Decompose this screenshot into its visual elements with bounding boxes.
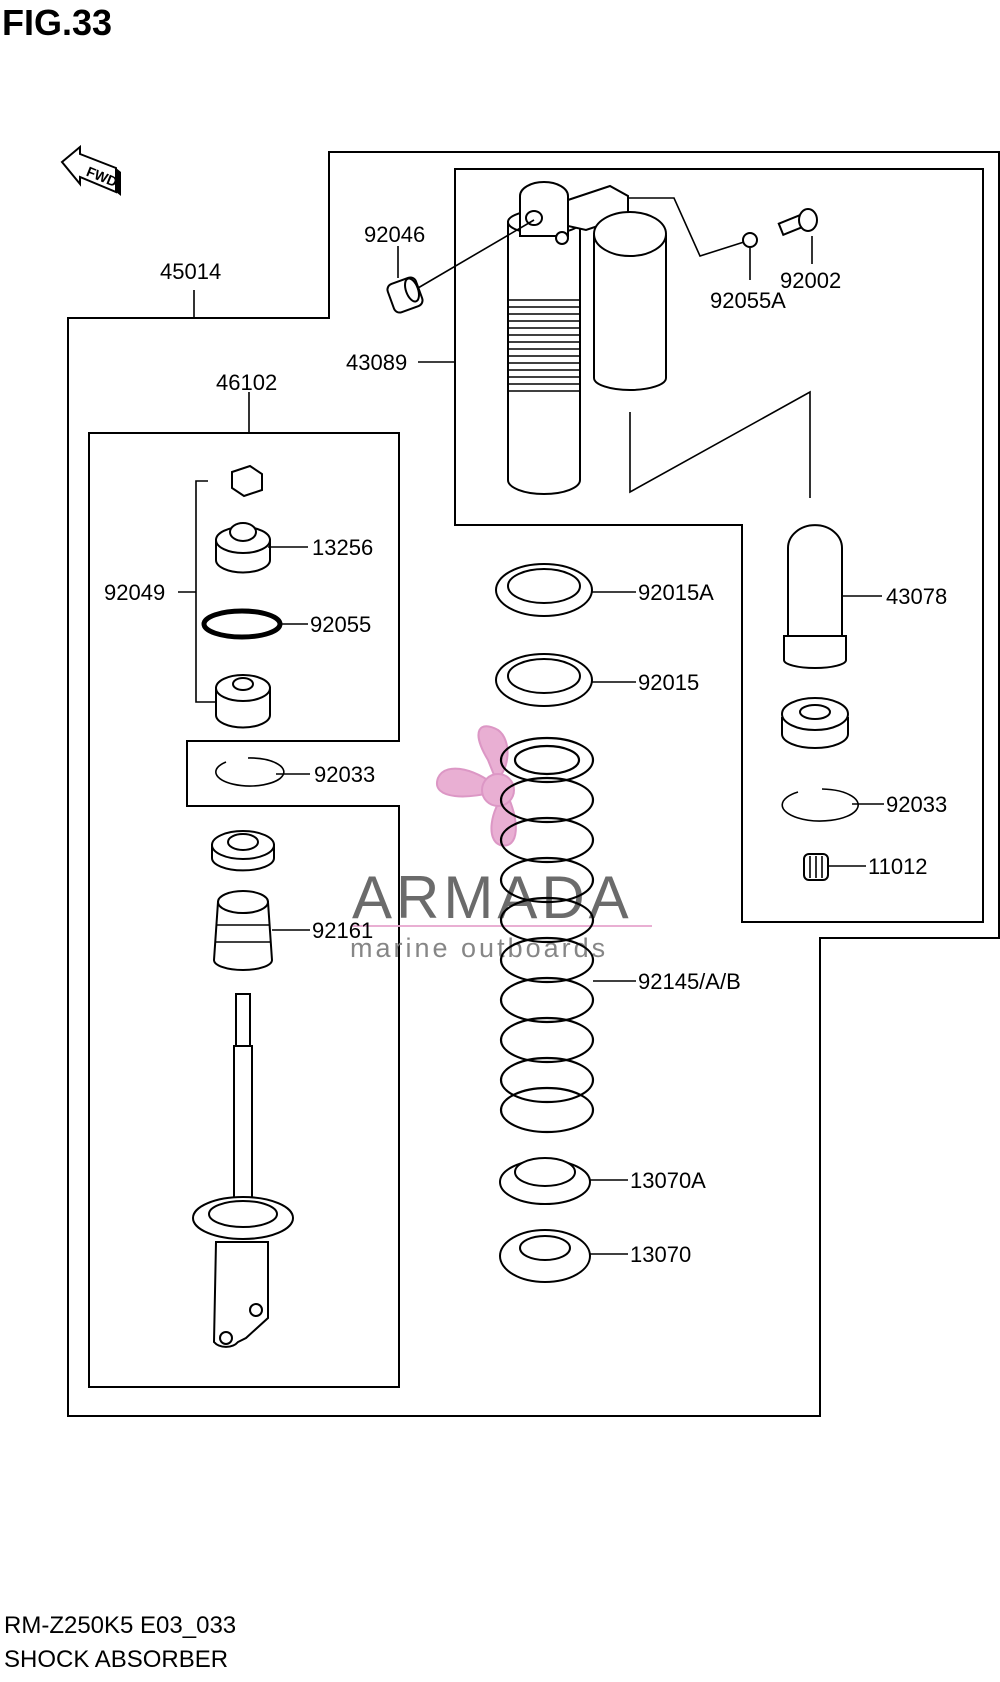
diagram-name: SHOCK ABSORBER [4,1646,229,1673]
callout-92055a: 92055A [710,288,786,313]
damper-piece-13256 [215,522,271,574]
reservoir-canister [593,197,811,498]
piston-rod [192,993,294,1348]
reservoir-bladder-43078 [783,524,847,669]
bump-rubber-92161 [212,890,274,971]
frame-46102 [88,432,400,1388]
callout-92033-right: 92033 [886,792,947,817]
callout-92049: 92049 [104,580,165,605]
callout-92145: 92145/A/B [638,969,741,994]
callout-13070a: 13070A [630,1168,706,1193]
circlip-92033-right [781,788,859,822]
bracket-92049 [195,480,216,703]
figure-title: FIG.33 [2,2,113,43]
o-ring-92055a [742,232,758,248]
bushing-11012 [803,853,829,881]
bolt-92002 [777,208,818,237]
spring-nut-92015 [495,653,593,707]
spring-nut-92015a [495,563,593,617]
damper-piece-lower [215,674,271,729]
callout-43078: 43078 [886,584,947,609]
watermark-brand: ARMADA [352,864,633,931]
armada-watermark: ARMADA marine outboards [350,725,652,963]
frame-43089 [454,168,984,923]
assembly-frames [67,151,1000,1417]
callout-labels: 45014 46102 92046 43089 92002 92055A 132… [104,222,947,1267]
spring-92145 [499,736,595,1134]
leader-lines [178,236,884,1255]
reservoir-cap [781,697,849,749]
callout-92002: 92002 [780,268,841,293]
callout-92055: 92055 [310,612,371,637]
callout-46102: 46102 [216,370,277,395]
armada-logo-icon [435,725,517,847]
nut-top [231,464,263,498]
callout-92161: 92161 [312,918,373,943]
callout-92033-left: 92033 [314,762,375,787]
spring-seat-13070a [499,1157,591,1205]
callout-92015a: 92015A [638,580,714,605]
seal-cap [211,830,275,872]
frame-45014 [67,151,1000,1417]
bearing-92046 [386,219,535,314]
callout-13256: 13256 [312,535,373,560]
callout-92015: 92015 [638,670,699,695]
watermark-tagline: marine outboards [350,933,608,963]
fwd-arrow-icon: FWD [60,144,121,196]
callout-92046: 92046 [364,222,425,247]
spring-seat-13070 [499,1229,591,1283]
o-ring-92055 [201,608,283,640]
callout-45014: 45014 [160,259,221,284]
circlip-92033-left [215,757,285,787]
callout-43089: 43089 [346,350,407,375]
callout-13070: 13070 [630,1242,691,1267]
callout-11012: 11012 [868,854,928,879]
model-code: RM-Z250K5 E03_033 [4,1612,237,1639]
shock-body-43089 [507,181,629,495]
